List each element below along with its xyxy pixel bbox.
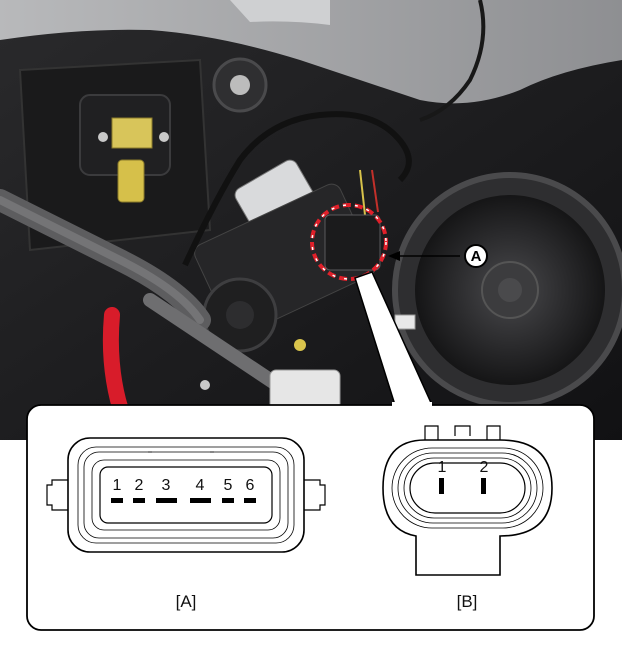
pin-a-1 bbox=[111, 498, 123, 503]
connector-b-diagram bbox=[382, 425, 553, 576]
connector-a-diagram bbox=[46, 437, 326, 553]
pin-a-3 bbox=[156, 498, 177, 503]
pin-a-label-5: 5 bbox=[224, 477, 233, 494]
connector-a-photo bbox=[324, 214, 381, 271]
connector-b-caption: [B] bbox=[457, 592, 478, 611]
zoom-wedge bbox=[354, 271, 434, 406]
connector-a-pin-labels: 1 2 3 4 5 6 bbox=[113, 477, 255, 494]
pin-b-label-2: 2 bbox=[480, 459, 489, 476]
pin-a-label-1: 1 bbox=[113, 477, 122, 494]
pin-a-2 bbox=[133, 498, 145, 503]
pin-a-label-2: 2 bbox=[135, 477, 144, 494]
pin-b-2 bbox=[481, 478, 486, 494]
pin-a-6 bbox=[244, 498, 256, 503]
pin-b-label-1: 1 bbox=[438, 459, 447, 476]
inset-frame bbox=[26, 404, 595, 631]
connector-a-caption: [A] bbox=[176, 592, 197, 611]
connector-b-pins bbox=[439, 478, 486, 494]
wire-harness bbox=[182, 111, 412, 267]
callout-badge bbox=[464, 244, 488, 268]
pin-a-label-3: 3 bbox=[162, 477, 171, 494]
speaker bbox=[392, 172, 622, 408]
door-module-photo: A bbox=[0, 0, 622, 440]
pin-b-1 bbox=[439, 478, 444, 494]
pin-a-label-4: 4 bbox=[196, 477, 205, 494]
pin-a-4 bbox=[190, 498, 211, 503]
connector-a-pins bbox=[111, 498, 256, 503]
callout-letter: A bbox=[471, 248, 482, 265]
door-metal-frame bbox=[0, 0, 622, 104]
connector-b-pin-labels: 1 2 bbox=[438, 459, 489, 476]
pin-a-5 bbox=[222, 498, 234, 503]
sensor-module bbox=[111, 117, 153, 149]
pin-a-label-6: 6 bbox=[246, 477, 255, 494]
